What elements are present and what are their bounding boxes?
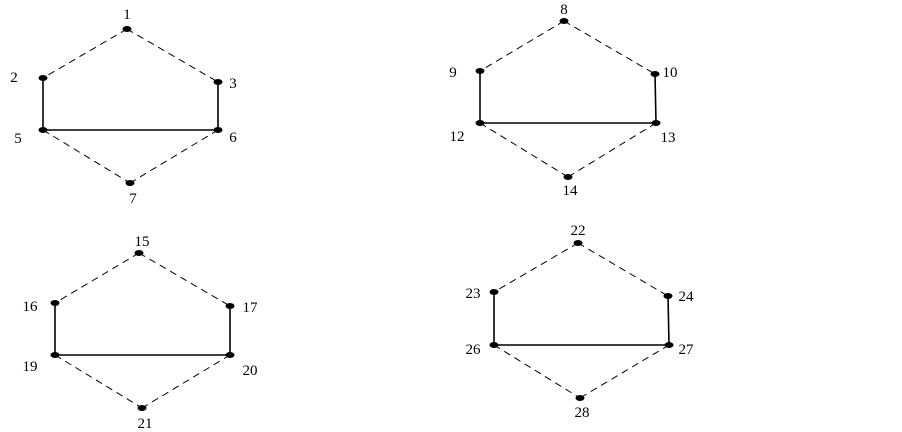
graph-3: 15 16 17 19 20 21 [23,234,259,432]
edge-8-9-dashed [479,20,565,72]
node-26 [489,342,499,348]
node-10 [650,71,660,77]
node-19 [50,352,60,358]
node-label: 8 [560,2,568,18]
node-label: 12 [450,129,465,145]
node-label: 24 [679,289,695,305]
node-12 [475,120,485,126]
edge-15-16-dashed [54,252,140,304]
graph-2: 8 9 10 12 13 14 [449,2,677,199]
node-label: 21 [138,416,153,432]
node-17 [225,303,235,309]
node-28 [575,395,585,401]
node-label: 19 [23,359,38,375]
node-27 [664,342,674,348]
edge-10-13-solid [654,73,657,124]
node-label: 1 [123,7,131,23]
node-8 [559,18,569,24]
node-16 [50,300,60,306]
node-7 [125,180,135,186]
node-5 [38,127,48,133]
node-label: 5 [14,131,22,147]
edge-27-28-dashed [579,344,670,399]
edge-26-28-dashed [493,344,581,399]
node-label: 3 [229,76,237,92]
edge-15-17-dashed [138,252,231,307]
node-22 [573,240,583,246]
edge-5-7-dashed [42,129,131,184]
node-label: 7 [129,191,137,207]
edge-19-21-dashed [54,354,143,409]
node-label: 13 [661,130,676,146]
edge-12-14-dashed [479,122,569,178]
edge-24-27-solid [667,295,670,346]
node-label: 17 [243,300,259,316]
node-label: 22 [571,223,586,239]
node-label: 10 [663,65,678,81]
node-label: 6 [229,130,237,146]
edge-22-24-dashed [577,242,669,297]
node-label: 14 [563,183,579,199]
edge-1-2-dashed [42,28,128,79]
node-9 [475,68,485,74]
graph-4: 22 23 24 26 27 28 [466,223,695,421]
graph-1: 1 2 3 5 6 7 [10,7,237,207]
edge-22-23-dashed [493,242,579,293]
node-23 [489,289,499,295]
node-label: 28 [575,405,590,421]
node-6 [213,127,223,133]
node-13 [651,120,661,126]
edge-13-14-dashed [567,122,657,178]
node-label: 27 [679,342,695,358]
node-label: 9 [449,65,457,81]
node-20 [225,352,235,358]
node-21 [137,405,147,411]
node-24 [663,293,673,299]
node-15 [134,250,144,256]
node-3 [213,79,223,85]
edge-20-21-dashed [141,354,231,409]
edge-6-7-dashed [129,129,219,184]
node-label: 16 [23,299,39,315]
node-2 [38,75,48,81]
node-label: 26 [466,342,482,358]
node-label: 15 [135,234,150,250]
node-14 [563,174,573,180]
node-label: 23 [466,286,481,302]
node-1 [122,26,132,32]
node-label: 2 [10,70,18,86]
node-label: 20 [243,363,258,379]
edge-1-3-dashed [126,28,219,83]
edge-8-10-dashed [563,20,656,75]
